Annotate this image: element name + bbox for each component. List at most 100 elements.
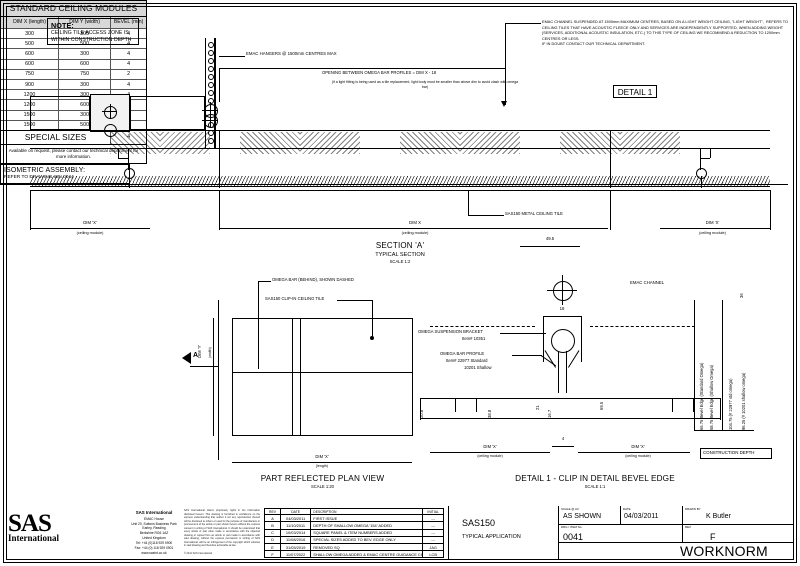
dim-x-center: DIM X <box>409 220 421 225</box>
rev-header-cell: DESCRIPTION <box>311 509 424 515</box>
company-name: SAS International <box>135 510 173 515</box>
revision-cell: DEPTH OF SHALLOW OMEGA '154' ADDED <box>311 522 424 529</box>
leader-line <box>468 190 469 215</box>
detail-rib <box>455 398 477 412</box>
datum-line-left <box>430 326 535 327</box>
leader-line <box>468 215 504 216</box>
omega-profile-callout: OMEGA BAR PROFILE <box>440 351 485 356</box>
plan-dim-x: DIM 'X' <box>315 454 329 459</box>
table-header-row: DIM X (length) DIM Y (width) BEVEL (mm) <box>1 16 146 30</box>
omega-profile-std: Item# 22977 Standard <box>446 358 488 363</box>
opening-subnote: (if a light fitting is being used as a t… <box>331 80 519 89</box>
plan-omega-dashed2 <box>300 318 301 436</box>
drawing-title-block: SAS150 TYPICAL APPLICATION SCALE @ A3 AS… <box>448 506 794 560</box>
note-heading: NOTE: <box>51 21 74 30</box>
sheet-border-inner <box>6 6 794 560</box>
tile-hatch <box>30 176 770 186</box>
revision-cell: 10/03/2014 <box>281 529 312 536</box>
table-cell: 500 <box>59 39 112 49</box>
standard-label: WORKNORM <box>680 543 768 559</box>
table-cell: 600 <box>59 59 112 69</box>
table-cell: 900 <box>1 79 59 90</box>
revision-header-row: REV DATE DESCRIPTION INITIAL <box>265 509 443 516</box>
dim-x-left: DIM 'X' <box>83 220 97 225</box>
leader-line <box>512 355 542 356</box>
table-cell: 300 <box>59 79 112 90</box>
date-value: 04/03/2011 <box>624 513 659 520</box>
tile-joint <box>610 130 611 188</box>
dim-x-right-sub: (ceiling module) <box>699 231 726 235</box>
hanger-rod-right <box>215 38 216 148</box>
bevel-edge-shallow-dim: 58.75 Bevel Edge (Shallow Omega) <box>709 364 714 430</box>
detail-dim-x-right: DIM 'X' <box>631 444 645 449</box>
ceiling-line-top <box>30 130 770 131</box>
note-body: CEILING TILE ACCESS ZONE IS WITHIN CONST… <box>51 30 132 43</box>
section-cut-vline <box>218 300 219 460</box>
legal-notice: SAS International claims proprietary rig… <box>184 509 260 555</box>
detail-dim-20-8: 20.8 <box>419 409 424 418</box>
detail-dim-49-5: 49.5 <box>545 236 555 241</box>
scale-value: AS SHOWN <box>563 513 602 520</box>
omega-behind-callout: OMEGA BAR (BEHIND), SHOWN DASHED <box>272 277 354 282</box>
date-label: DATE <box>623 507 631 511</box>
detail-dim-4: 4 <box>561 436 565 441</box>
plan-right-edge <box>412 318 413 436</box>
table-cell: 600 <box>1 49 59 59</box>
section-cut-line <box>190 366 218 368</box>
table-cell: 1200 <box>1 90 59 100</box>
detail-view-scale: SCALE 1:1 <box>584 484 606 489</box>
detail-rib <box>672 398 694 412</box>
leader-line <box>337 300 372 301</box>
leader-line <box>258 281 259 369</box>
datum-line-right <box>590 326 695 327</box>
table-cell: 1200 <box>1 100 59 110</box>
hangers-callout: EMAC HANGERS @ 1500mm CENTRES MAX <box>246 51 337 56</box>
table-cell: 4 <box>127 30 131 37</box>
fixing-target-icon <box>204 114 218 128</box>
sheet-border-outer <box>3 3 797 563</box>
revision-cell: JAG <box>429 544 437 550</box>
hanger-strap <box>205 38 215 148</box>
revision-cell: A <box>265 515 282 522</box>
rev-value: F <box>710 532 716 542</box>
revision-cell: REMOVED SQ <box>311 543 424 551</box>
dim-line <box>660 228 770 229</box>
leader-arrow <box>501 101 507 107</box>
address-lines: EMAC House Unit 20, Suttons Business Par… <box>131 516 177 556</box>
ceiling-line-bottom <box>30 186 770 188</box>
emac-target-icon <box>553 281 573 301</box>
table-cell: 4 <box>127 50 131 57</box>
note-box: NOTE: CEILING TILE ACCESS ZONE IS WITHIN… <box>47 18 139 45</box>
dim-x-left-sub: (ceiling module) <box>76 231 104 235</box>
ext-line <box>581 316 582 326</box>
dim-ext-line <box>694 300 695 430</box>
standard-ceiling-modules-table: STANDARD CEILING MODULES DIM X (length) … <box>0 0 147 164</box>
rev-label: REV <box>685 525 692 529</box>
emac-channel-note: EMAC CHANNEL SUSPENDED AT 1500mm MAXIMUM… <box>542 20 789 47</box>
omega-profile-shallow: 10201 Shallow <box>464 365 492 370</box>
special-sizes-label: SPECIAL SIZES <box>1 130 112 145</box>
leader-line <box>258 281 271 282</box>
detail-tile-top <box>420 398 720 399</box>
plan-dim-y: DIM 'Y' <box>197 344 202 358</box>
revision-cell: 11/08/2016 <box>281 536 312 543</box>
table-cell: 4 <box>127 61 131 68</box>
revision-cell: --- <box>431 537 436 543</box>
leader-line <box>505 23 541 24</box>
table-cell: 1500 <box>1 120 59 130</box>
depth-standard-dim: 104.75 (# 22977 std omega) <box>728 378 733 430</box>
target-cross <box>561 275 563 305</box>
rev-header-cell: INITIAL <box>427 509 439 514</box>
detail-dim-69-5: 69.5 <box>599 401 604 410</box>
detail-view-title: DETAIL 1 - CLIP IN DETAIL BEVEL EDGE <box>515 474 675 483</box>
plan-view-title: PART REFLECTED PLAN VIEW <box>260 474 385 483</box>
section-arrow <box>182 352 191 364</box>
